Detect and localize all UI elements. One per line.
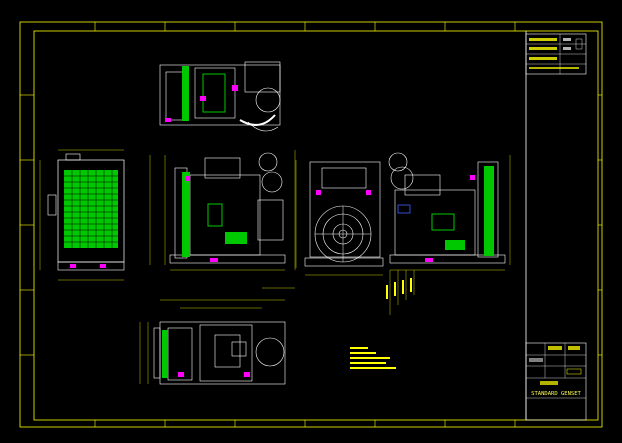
title-block: STANDARD GENSET [525,31,587,421]
plan-view-bottom [139,299,286,385]
side-elevation-left [149,150,296,289]
border-ticks [20,22,602,427]
drawing-title: STANDARD GENSET [531,391,581,397]
radiator-front-view [39,149,125,281]
general-notes [350,347,396,369]
top-view [159,61,281,132]
sheet-border [19,21,603,428]
end-elevation-flywheel [295,160,384,276]
side-elevation-right [386,152,511,315]
